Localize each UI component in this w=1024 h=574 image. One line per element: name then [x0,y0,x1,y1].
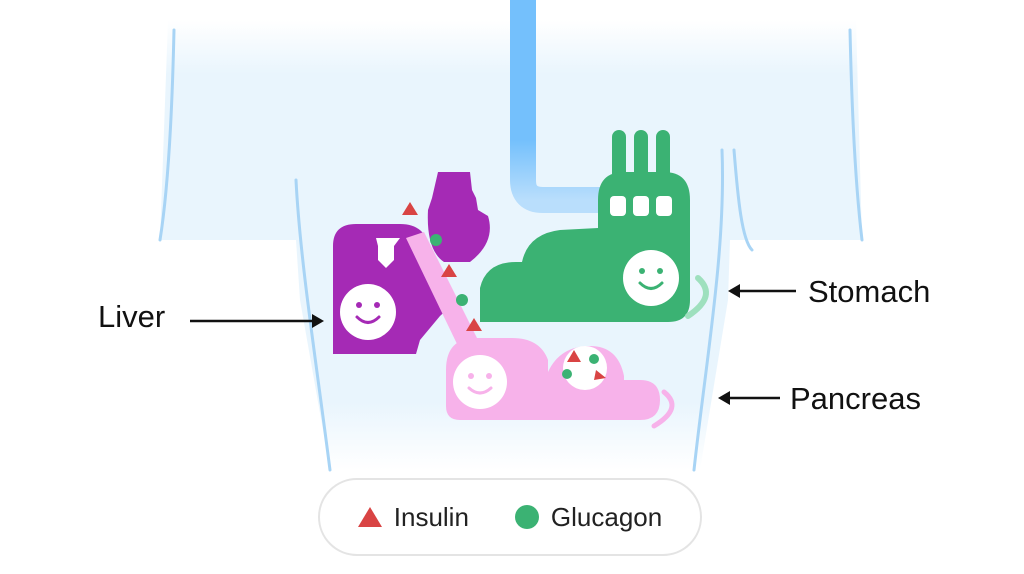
pancreas-face [453,355,507,409]
legend-entry-insulin: Insulin [357,501,469,533]
hormone-markers [402,202,482,331]
torso-outline-left-upper [158,28,176,242]
torso-outline-right-upper [848,28,864,242]
liver-top-lobe [427,172,490,262]
triangle-icon [357,507,382,527]
insulin-marker-3 [466,318,482,331]
legend-entry-glucagon: Glucagon [514,501,663,533]
esophagus [510,0,620,213]
pancreas-organ [406,232,675,429]
circle-icon [514,505,539,529]
glucagon-marker-2 [456,294,468,306]
stomach-face [623,250,679,306]
legend: Insulin Glucagon [318,478,702,556]
label-arrows [190,284,796,405]
legend-label-insulin: Insulin [393,501,469,532]
torso [158,20,864,472]
stomach-label: Stomach [808,274,931,309]
glucagon-marker-inside-2 [562,369,572,379]
liver-label: Liver [98,299,166,334]
insulin-marker-2 [441,264,457,277]
insulin-marker-inside-2 [594,370,606,380]
liver-face [340,284,396,340]
glucagon-marker-1 [430,234,442,246]
legend-label-glucagon: Glucagon [550,501,663,532]
pancreas-duct [406,232,478,346]
insulin-marker-1 [402,202,418,215]
insulin-marker-inside-1 [567,350,581,362]
stomach-organ [480,130,709,322]
pancreas-label: Pancreas [790,381,921,416]
glucagon-marker-inside-1 [589,354,599,364]
torso-outline-left-lower [294,178,332,472]
torso-outline-right-lower [692,148,724,472]
